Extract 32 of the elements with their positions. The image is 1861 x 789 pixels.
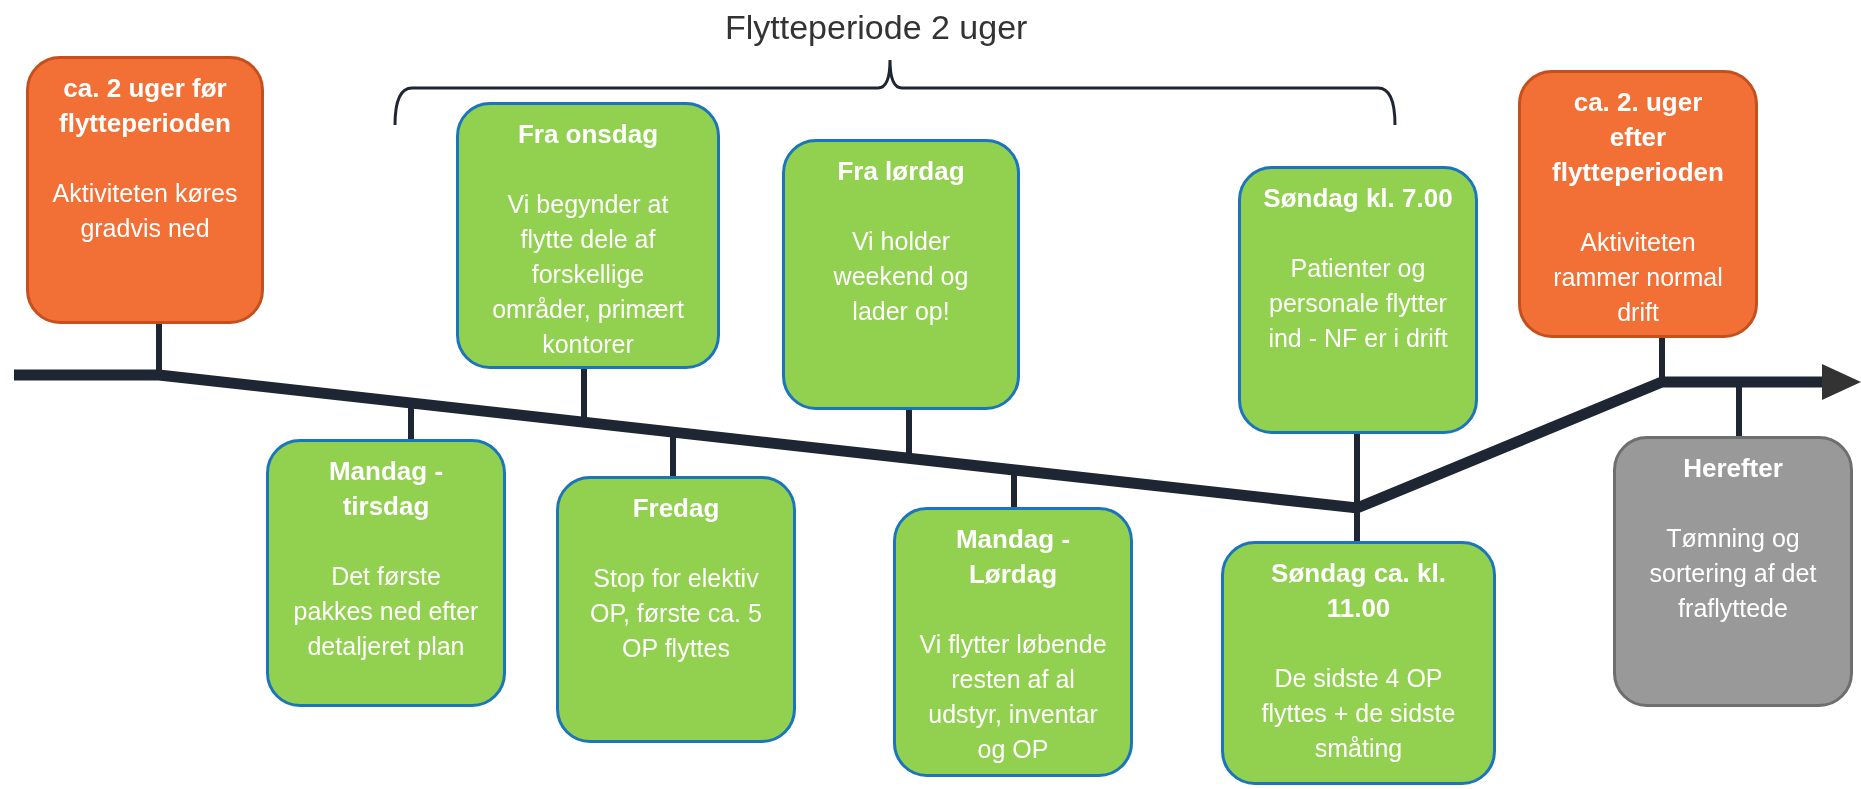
card-heading: Søndag kl. 7.00 (1263, 182, 1453, 215)
timeline-card (1238, 166, 1478, 434)
card-text: Vi begynder at flytte dele af forskellige områder, primært kontorer (491, 189, 685, 360)
timeline-card (456, 102, 720, 369)
card-heading: Søndag ca. kl. 11.00 (1270, 557, 1447, 625)
card-heading: ca. 2. uger efter flytteperioden (1551, 86, 1725, 189)
card-text: Vi holder weekend og lader op! (832, 226, 970, 327)
card-heading: Fra lørdag (836, 155, 966, 188)
card-text: Det første pakkes ned efter detaljeret plan (292, 561, 480, 662)
card-text: Tømning og sortering af det fraflyttede (1648, 523, 1818, 624)
card-heading: Herefter (1682, 452, 1784, 485)
timeline-card (556, 476, 796, 743)
timeline-card (26, 56, 264, 324)
card-text: De sidste 4 OP flyttes + de sidste småting (1260, 663, 1457, 764)
card-heading: Fredag (631, 492, 721, 525)
timeline-card (782, 139, 1020, 410)
timeline-card (893, 507, 1133, 777)
card-text: Aktiviteten rammer normal drift (1552, 227, 1724, 328)
card-text: Patienter og personale flytter ind - NF er i drift (1267, 253, 1449, 354)
timeline-card (266, 439, 506, 707)
card-heading: Mandag - Lørdag (954, 523, 1072, 591)
card-text: Aktiviteten køres gradvis ned (51, 178, 239, 244)
period-label: Flytteperiode 2 uger (725, 8, 1028, 47)
card-text: Stop for elektiv OP, første ca. 5 OP flyttes (589, 563, 763, 664)
card-heading: ca. 2 uger før flytteperioden (58, 72, 232, 140)
tick-line (1354, 434, 1360, 505)
card-text: Vi flytter løbende resten af al udstyr, inventar og OP (918, 629, 1108, 765)
timeline-card (1613, 436, 1853, 707)
card-heading: Mandag - tirsdag (327, 455, 445, 523)
card-heading: Fra onsdag (516, 118, 660, 151)
timeline-card (1518, 70, 1758, 338)
timeline-card (1221, 541, 1496, 785)
